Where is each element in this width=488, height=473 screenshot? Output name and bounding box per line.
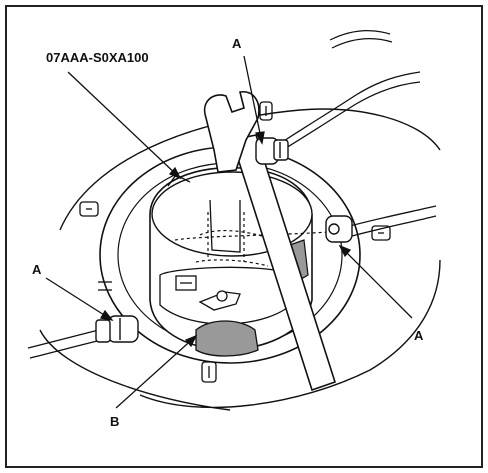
fitting-a-right [325,215,353,243]
hose-upper [269,71,421,151]
leader-lines [45,55,413,409]
wrench-head [203,91,260,173]
callout-a-top: A [232,36,242,51]
fitting-a-left [95,315,139,343]
connector-b [175,275,241,311]
tool-part-number-label: 07AAA-S0XA100 [46,50,149,65]
hidden-lines [174,212,331,267]
panel-clips [79,101,391,383]
callout-a-right: A [414,328,424,343]
hose-right [349,205,437,227]
tool-center-stem [209,199,241,253]
callout-a-left: A [32,262,42,277]
floor-panel-outline [39,108,441,411]
tool-bottom-lugs [195,320,259,357]
fitting-a-top [255,137,289,165]
callout-b: B [110,414,119,429]
